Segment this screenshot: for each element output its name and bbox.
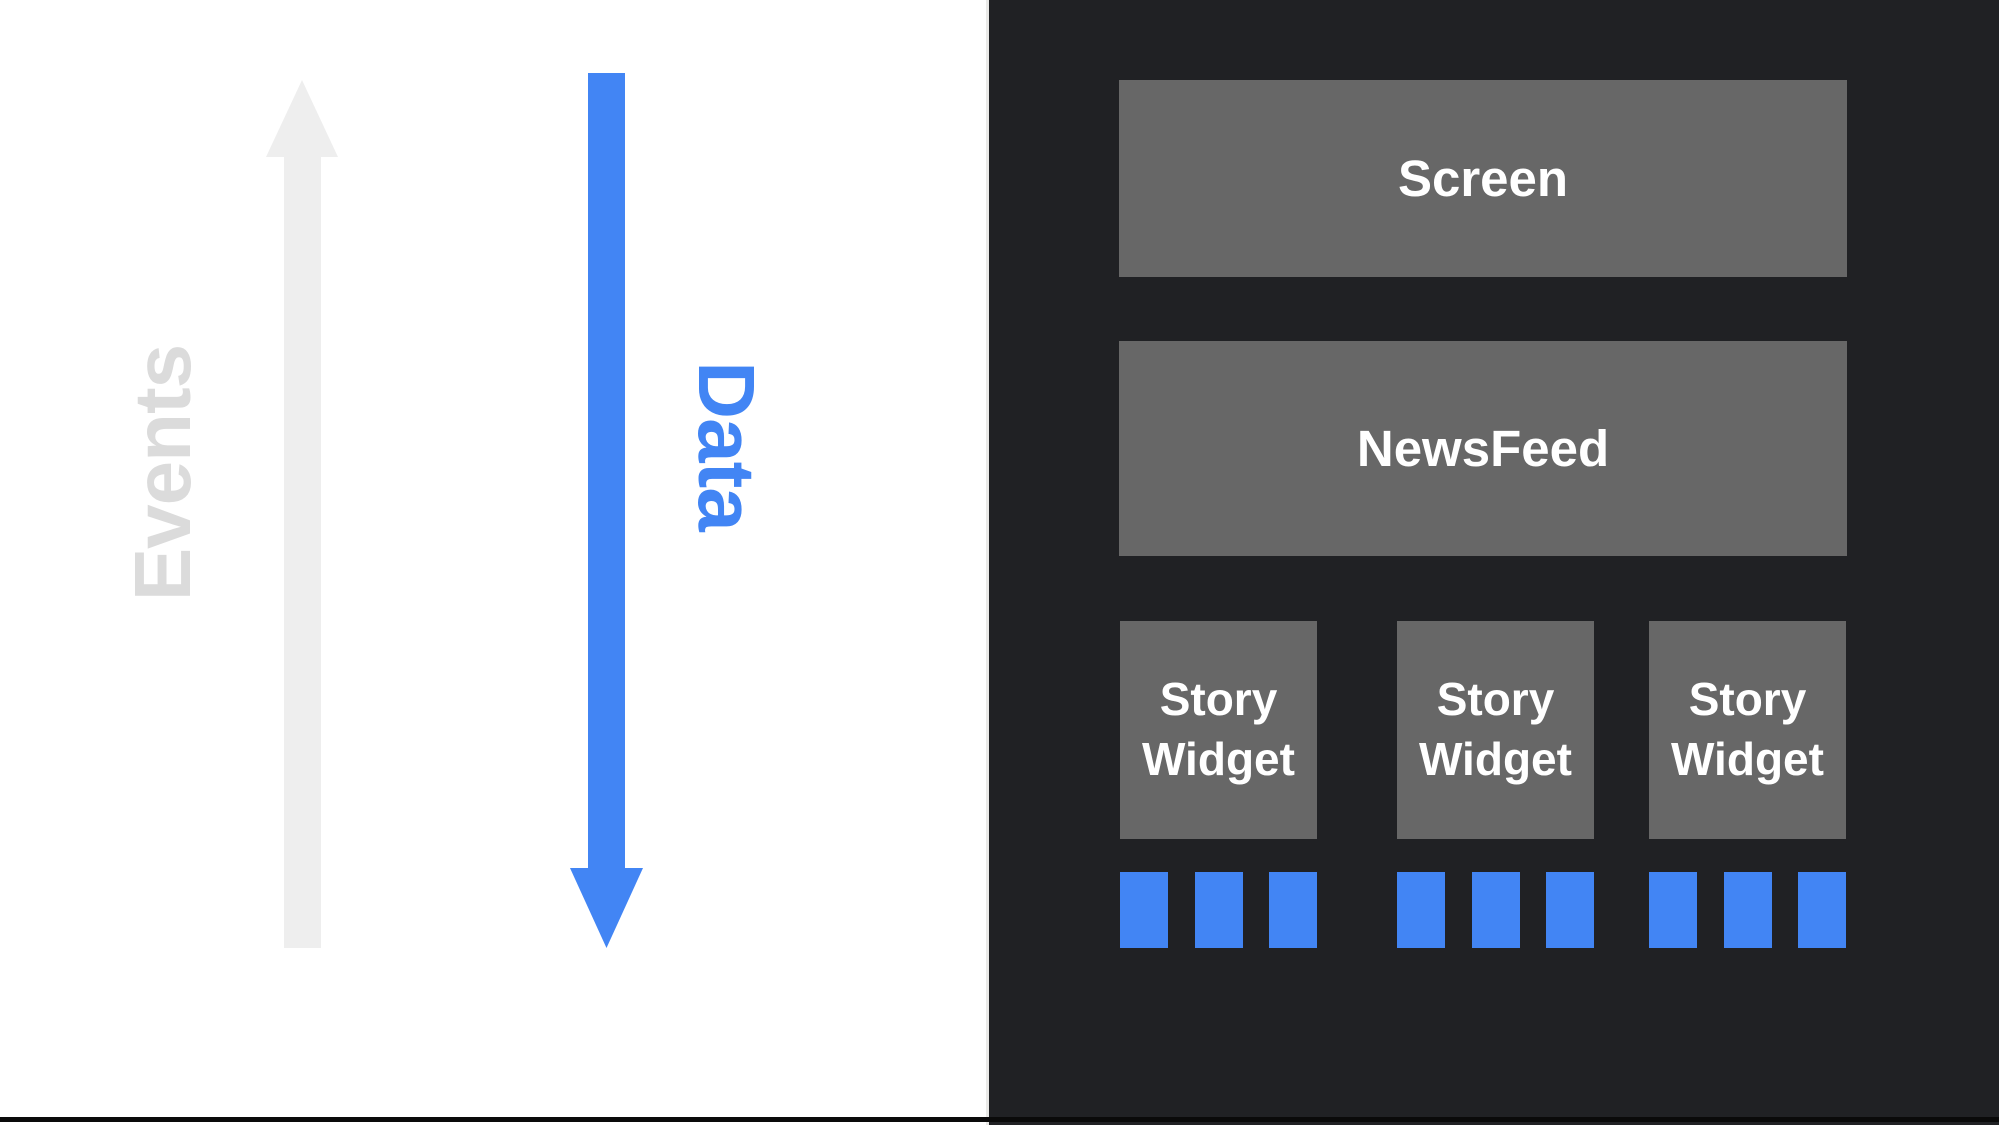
panel-divider-line xyxy=(986,0,989,1125)
data-block-row xyxy=(1120,872,1317,948)
events-up-arrow-shaft xyxy=(284,157,321,948)
data-block xyxy=(1269,872,1317,948)
bottom-edge-bar xyxy=(0,1117,1999,1122)
story-widget-box: Story Widget xyxy=(1649,621,1846,839)
data-block xyxy=(1120,872,1168,948)
data-block xyxy=(1546,872,1594,948)
flow-panel: Events Data xyxy=(0,0,989,1125)
data-block xyxy=(1649,872,1697,948)
story-widget-box: Story Widget xyxy=(1120,621,1317,839)
data-label: Data xyxy=(682,361,771,531)
data-block xyxy=(1194,872,1243,948)
events-label: Events xyxy=(118,344,207,602)
events-up-arrow-icon xyxy=(266,80,338,157)
newsfeed-box: NewsFeed xyxy=(1119,341,1847,556)
widget-tree-panel: Screen NewsFeed Story Widget Story Widge… xyxy=(989,0,1999,1125)
screen-box: Screen xyxy=(1119,80,1847,277)
data-down-arrow-shaft xyxy=(588,73,625,868)
data-block xyxy=(1798,872,1846,948)
story-widget-box: Story Widget xyxy=(1397,621,1594,839)
data-block-row xyxy=(1649,872,1846,948)
data-down-arrow-icon xyxy=(570,868,643,948)
data-block xyxy=(1471,872,1520,948)
data-block-row xyxy=(1397,872,1594,948)
data-block xyxy=(1723,872,1772,948)
data-block xyxy=(1397,872,1445,948)
